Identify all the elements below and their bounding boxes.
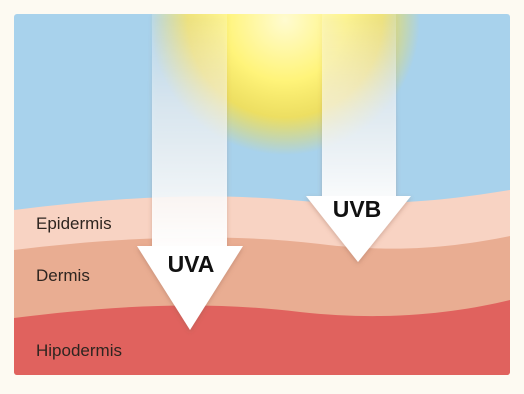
uva-label: UVA: [168, 251, 215, 277]
dermis-label: Dermis: [36, 266, 90, 285]
uvb-label: UVB: [333, 196, 382, 222]
epidermis-label: Epidermis: [36, 214, 112, 233]
hypodermis-label: Hipodermis: [36, 341, 122, 360]
